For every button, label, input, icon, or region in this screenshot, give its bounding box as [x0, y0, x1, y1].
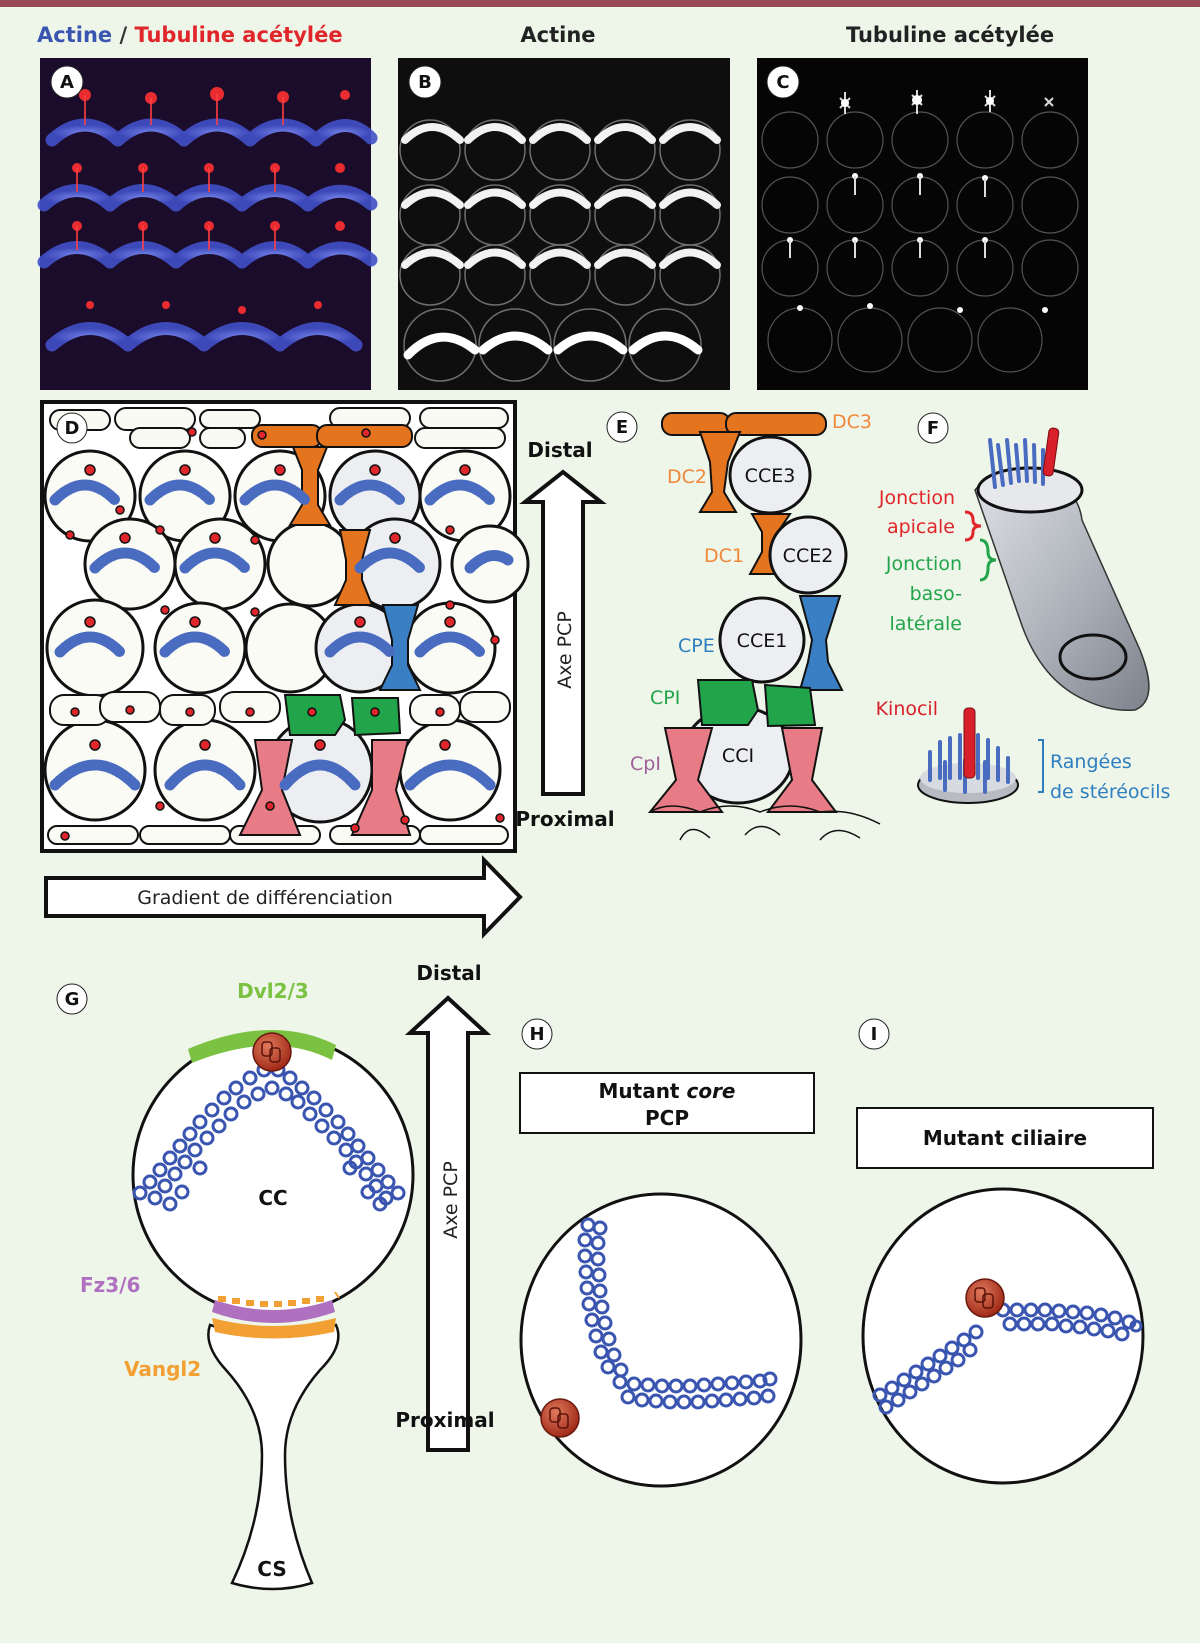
micrograph-b [398, 58, 730, 390]
label-dvl: Dvl2/3 [237, 979, 309, 1003]
panel-i-title: Mutant ciliaire [923, 1126, 1087, 1150]
badge-e: E [606, 411, 638, 443]
label-cce2: CCE2 [783, 545, 834, 567]
hair-cell-i [861, 1187, 1145, 1485]
axis-label-g: Axe PCP [440, 1161, 462, 1239]
label-cpi-lower: CpI [630, 753, 661, 775]
label-jonction-apicale-2: apicale [887, 516, 955, 538]
label-jonction-baso-2: baso- [910, 583, 962, 605]
label-cpi: CPI [650, 687, 680, 709]
svg-text:I: I [871, 1024, 878, 1045]
label-dc2: DC2 [667, 466, 707, 488]
label-cs: CS [257, 1557, 286, 1581]
micrograph-a [37, 58, 378, 390]
badge-f: F [917, 412, 949, 444]
badge-h: H [521, 1018, 553, 1050]
badge-a: A [50, 65, 84, 99]
badge-i: I [858, 1018, 890, 1050]
header-title-a: Actine / Tubuline acétylée [37, 23, 343, 47]
panel-d [40, 400, 530, 853]
header-title-c: Tubuline acétylée [846, 23, 1054, 47]
hair-cell-3d [974, 427, 1150, 712]
hair-cell-h [519, 1192, 803, 1488]
label-jonction-apicale-1: Jonction [878, 487, 955, 509]
svg-text:C: C [776, 72, 789, 93]
label-rangees-1: Rangées [1050, 751, 1132, 773]
panel-e [647, 412, 881, 841]
distal-label-g: Distal [416, 961, 481, 985]
proximal-label-g: Proximal [395, 1408, 494, 1432]
label-cci: CCI [722, 745, 754, 767]
header-title-b: Actine [520, 23, 595, 47]
badge-d: D [56, 412, 88, 444]
label-jonction-baso-3: latérale [890, 613, 962, 635]
header-actine: Actine [37, 23, 112, 47]
badge-b: B [408, 65, 442, 99]
label-vangl: Vangl2 [124, 1357, 201, 1381]
label-kinocil: Kinocil [876, 698, 938, 720]
hair-cell-g [131, 1029, 415, 1323]
support-cell-g [207, 1318, 340, 1591]
svg-text:H: H [529, 1024, 544, 1045]
axis-label-d: Axe PCP [554, 611, 576, 689]
label-rangees-2: de stéréocils [1050, 781, 1170, 803]
label-cce3: CCE3 [745, 465, 796, 487]
svg-text:E: E [616, 417, 628, 438]
basolateral-junction-bracket [979, 538, 997, 582]
header-tubuline: Tubuline acétylée [134, 23, 342, 47]
panel-h-title-line1: Mutant core [599, 1079, 736, 1103]
label-cce1: CCE1 [737, 630, 788, 652]
svg-text:A: A [60, 72, 74, 93]
stereocilia-bundle [917, 707, 1019, 804]
panel-h-title-box [519, 1072, 815, 1134]
panel-i-title-box [856, 1107, 1154, 1169]
svg-text:B: B [418, 72, 432, 93]
label-jonction-baso-1: Jonction [885, 553, 962, 575]
label-dc3: DC3 [832, 411, 872, 433]
apical-junction-bracket [964, 510, 982, 542]
label-fz: Fz3/6 [80, 1273, 140, 1297]
svg-text:F: F [927, 418, 939, 439]
pcp-axis-arrow-d: Axe PCP [519, 469, 607, 796]
label-cc: CC [258, 1186, 287, 1210]
svg-text:G: G [65, 989, 80, 1010]
top-accent-bar [0, 0, 1200, 7]
badge-c: C [766, 65, 800, 99]
pcp-axis-arrow-g: Axe PCP [404, 995, 492, 1452]
proximal-label-d: Proximal [515, 807, 614, 831]
svg-text:D: D [65, 418, 80, 439]
gradient-label: Gradient de différenciation [137, 887, 393, 909]
gradient-arrow: Gradient de différenciation [44, 855, 523, 939]
rangees-bracket [1038, 739, 1044, 793]
micrograph-c [757, 58, 1088, 390]
label-dc1: DC1 [704, 545, 744, 567]
label-cpe: CPE [678, 635, 715, 657]
badge-g: G [56, 983, 88, 1015]
panel-h-title-line2: PCP [645, 1106, 689, 1130]
distal-label-d: Distal [527, 438, 592, 462]
